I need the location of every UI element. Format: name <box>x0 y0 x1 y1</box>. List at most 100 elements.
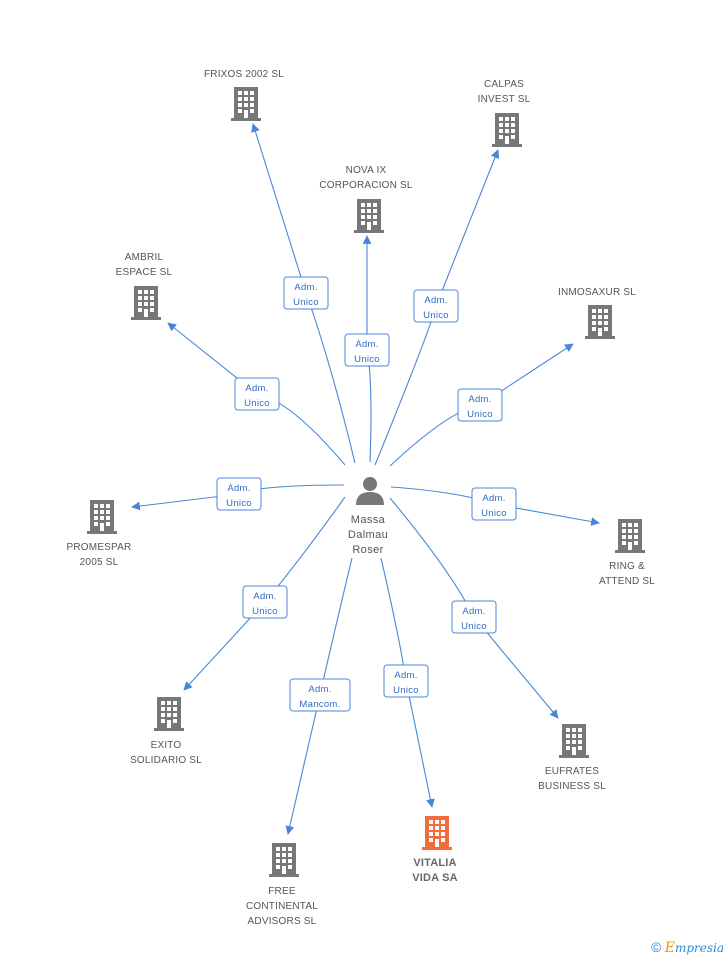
company-name-line-1: VITALIA <box>413 857 456 869</box>
edge-line-frixos-arrow <box>251 123 307 294</box>
company-name-line-1: AMBRIL <box>125 252 164 263</box>
edge-line-calpas-inbound <box>374 305 437 466</box>
relation-box <box>457 388 503 422</box>
relation-text-line-1: Adm. <box>462 606 485 617</box>
company-name-line-1: FRIXOS 2002 SL <box>204 69 284 80</box>
company-name-line-2: BUSINESS SL <box>538 781 606 792</box>
relation-box <box>289 678 351 712</box>
company-node-vitalia[interactable]: VITALIA VIDA SA <box>412 816 458 884</box>
company-name-line-1: EXITO <box>151 740 182 751</box>
edge-line-free-inbound <box>319 557 353 696</box>
building-icon <box>354 199 384 233</box>
company-node-novaix[interactable]: NOVA IX CORPORACION SL <box>319 165 413 233</box>
company-name-line-2: ESPACE SL <box>116 267 173 278</box>
building-icon <box>87 500 117 534</box>
relation-text-line-1: Adm. <box>294 282 317 293</box>
company-node-promespar[interactable]: PROMESPAR 2005 SL <box>67 500 132 568</box>
relation-label-frixos[interactable]: Adm.Unico <box>283 276 329 310</box>
relation-text-line-2: Unico <box>226 498 252 509</box>
logo-brand-rest: mpresia <box>674 941 724 955</box>
company-name-line-2: CORPORACION SL <box>319 180 413 191</box>
relation-text-line-2: Unico <box>481 508 507 519</box>
company-name-line-1: PROMESPAR <box>67 542 132 553</box>
edge-line-eufrates-arrow <box>473 616 559 719</box>
relation-text-line-1: Adm. <box>482 493 505 504</box>
center-name-line-1: Massa <box>351 514 386 526</box>
relation-text-line-2: Unico <box>354 354 380 365</box>
edge-line-eufrates-inbound <box>389 497 475 618</box>
relation-label-promespar[interactable]: Adm. Unico <box>216 477 262 511</box>
company-name-line-1: NOVA IX <box>346 165 387 176</box>
relation-text-line-2: Unico <box>244 398 270 409</box>
company-node-ambril[interactable]: AMBRIL ESPACE SL <box>116 252 173 320</box>
company-node-frixos[interactable]: FRIXOS 2002 SL <box>204 69 284 121</box>
building-icon <box>154 697 184 731</box>
relation-text-line-1: Adm. <box>424 295 447 306</box>
center-name-line-2: Dalmau <box>348 529 388 541</box>
person-icon <box>356 477 384 505</box>
center-person[interactable]: Massa Dalmau Roser <box>348 477 388 556</box>
relation-text-line-2: Unico <box>467 409 493 420</box>
relation-label-novaix[interactable]: Adm. Unico <box>344 333 390 367</box>
center-name-line-3: Roser <box>352 544 383 556</box>
relation-label-eufrates[interactable]: Adm. Unico <box>451 600 497 634</box>
building-icon <box>422 816 452 850</box>
relation-label-vitalia[interactable]: Adm. Unico <box>383 664 429 698</box>
relation-box <box>283 276 329 310</box>
building-icon <box>492 113 522 147</box>
relation-text-line-2: Unico <box>393 685 419 696</box>
building-icon <box>231 87 261 121</box>
company-name-line-2: CONTINENTAL <box>246 901 318 912</box>
company-node-calpas[interactable]: CALPAS INVEST SL <box>478 79 531 147</box>
relation-box <box>451 600 497 634</box>
relation-label-ambril[interactable]: Adm. Unico <box>234 377 280 411</box>
relation-text-line-1: Adm. <box>355 339 378 350</box>
company-name-line-1: RING & <box>609 561 645 572</box>
company-name-line-2: SOLIDARIO SL <box>130 755 202 766</box>
company-name-line-3: ADVISORS SL <box>248 916 317 927</box>
relation-label-ring[interactable]: Adm. Unico <box>471 487 517 521</box>
company-name-line-2: VIDA SA <box>412 872 458 884</box>
building-icon <box>131 286 161 320</box>
relation-text-line-1: Adm. <box>308 684 331 695</box>
company-node-free[interactable]: FREE CONTINENTAL ADVISORS SL <box>246 843 318 927</box>
company-name-line-1: INMOSAXUR SL <box>558 287 636 298</box>
relation-text-line-1: Adm. <box>245 383 268 394</box>
building-icon <box>585 305 615 339</box>
building-icon <box>559 724 589 758</box>
company-name-line-1: FREE <box>268 886 296 897</box>
nodes-layer: FRIXOS 2002 SL CALPAS INVEST SL NOVA IX CORP… <box>67 69 656 927</box>
company-name-line-1: CALPAS <box>484 79 524 90</box>
relation-label-exito[interactable]: Adm.Unico <box>242 585 288 619</box>
relation-box <box>413 289 459 323</box>
edge-line-calpas-arrow <box>435 149 500 307</box>
company-name-line-1: EUFRATES <box>545 766 599 777</box>
relation-label-calpas[interactable]: Adm. Unico <box>413 289 459 323</box>
relation-text-line-2: Mancom. <box>299 699 340 710</box>
relation-box <box>383 664 429 698</box>
relation-text-line-1: Adm. <box>227 483 250 494</box>
relation-box <box>344 333 390 367</box>
relation-text-line-1: Adm. <box>394 670 417 681</box>
logo-brand-first: E <box>664 940 675 956</box>
relation-box <box>242 585 288 619</box>
relation-text-line-2: Unico <box>252 606 278 617</box>
company-name-line-2: ATTEND SL <box>599 576 655 587</box>
company-node-ring[interactable]: RING & ATTEND SL <box>599 519 655 587</box>
company-node-exito[interactable]: EXITO SOLIDARIO SL <box>130 697 202 766</box>
relation-label-inmosaxur[interactable]: Adm.Unico <box>457 388 503 422</box>
company-node-inmosaxur[interactable]: INMOSAXUR SL <box>558 287 636 339</box>
edge-line-free-arrow <box>285 694 321 835</box>
relation-text-line-2: Unico <box>461 621 487 632</box>
relation-text-line-2: Unico <box>423 310 449 321</box>
edge-line-frixos-inbound <box>305 292 356 464</box>
company-node-eufrates[interactable]: EUFRATES BUSINESS SL <box>538 724 606 792</box>
relation-label-free[interactable]: Adm. Mancom. <box>289 678 351 712</box>
edge-line-vitalia-arrow <box>405 680 435 808</box>
empresia-logo: © Empresia <box>651 939 724 956</box>
company-name-line-2: 2005 SL <box>80 557 119 568</box>
relation-box <box>471 487 517 521</box>
company-name-line-2: INVEST SL <box>478 94 531 105</box>
